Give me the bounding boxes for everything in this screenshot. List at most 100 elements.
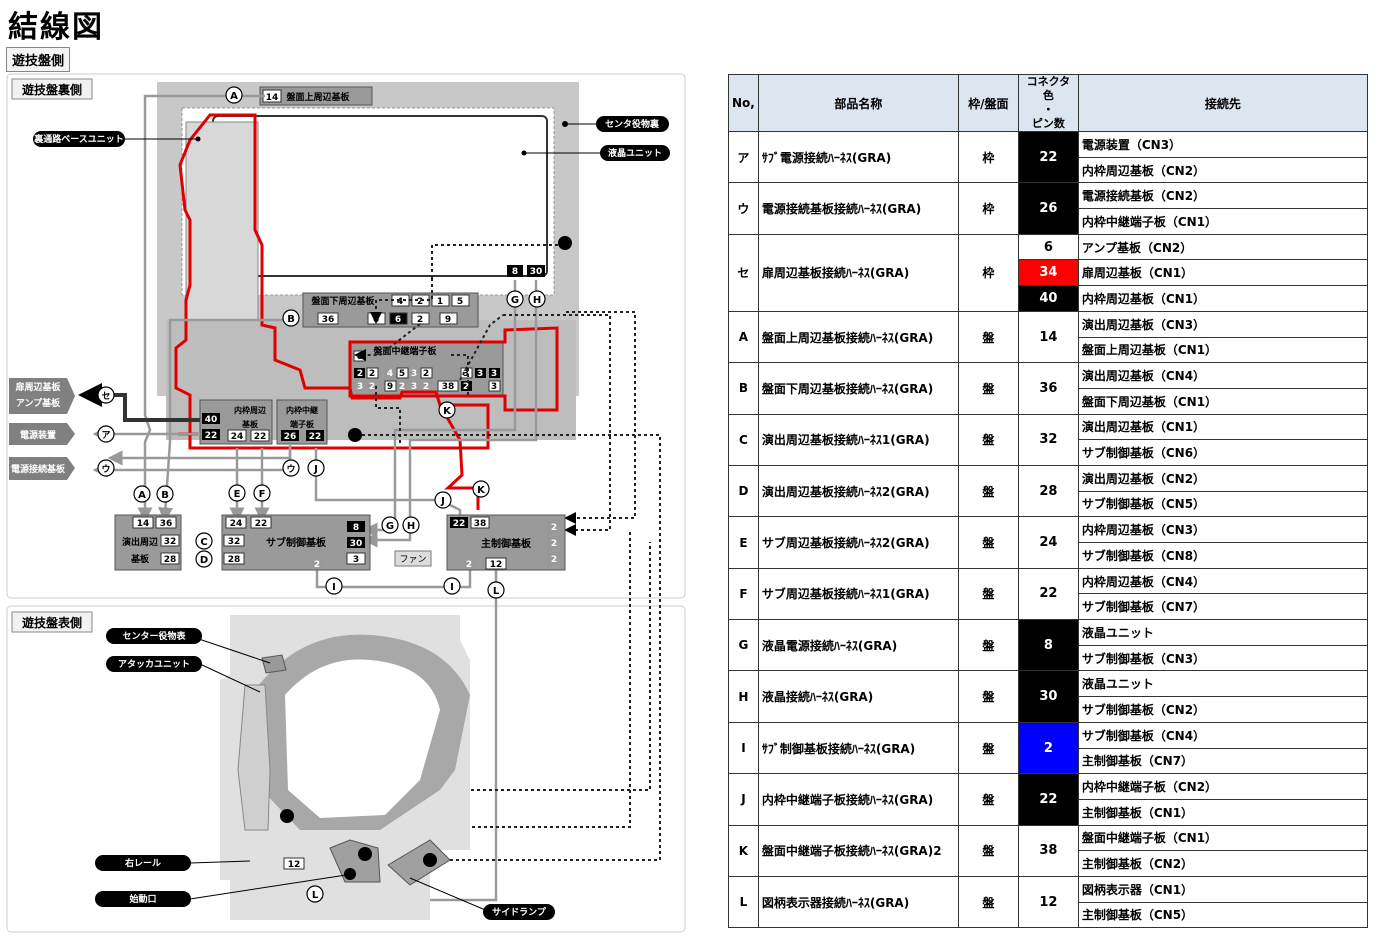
row-no: G bbox=[728, 619, 759, 672]
row-destination: サブ制御基板（CN5） bbox=[1077, 490, 1369, 518]
row-destination: 液晶ユニット bbox=[1077, 619, 1369, 646]
svg-text:液晶ユニット: 液晶ユニット bbox=[608, 147, 662, 159]
svg-text:盤面中継端子板: 盤面中継端子板 bbox=[372, 345, 437, 357]
svg-text:D: D bbox=[200, 555, 208, 566]
svg-text:6: 6 bbox=[373, 315, 379, 325]
row-no: K bbox=[728, 824, 759, 877]
row-destination: 内枠周辺基板（CN4） bbox=[1077, 567, 1369, 595]
svg-text:40: 40 bbox=[205, 415, 218, 425]
svg-text:ファン: ファン bbox=[399, 555, 426, 565]
svg-text:G: G bbox=[386, 521, 394, 532]
svg-text:扉周辺基板: 扉周辺基板 bbox=[14, 381, 61, 393]
center-back-callout bbox=[596, 116, 669, 132]
svg-text:主制御基板: 主制御基板 bbox=[481, 537, 532, 550]
svg-text:22: 22 bbox=[453, 519, 466, 529]
svg-text:盤面上周辺基板: 盤面上周辺基板 bbox=[285, 91, 350, 103]
row-kind: 盤 bbox=[957, 670, 1019, 723]
svg-text:2: 2 bbox=[314, 560, 320, 570]
svg-text:2: 2 bbox=[551, 555, 557, 565]
col-pins: コネクタ色 ・ ピン数 bbox=[1017, 74, 1079, 132]
lcd-unit-callout bbox=[600, 145, 670, 161]
row-no: セ bbox=[728, 233, 759, 312]
table-row: 主制御基板（CN5） bbox=[729, 901, 1369, 929]
row-kind: 枠 bbox=[957, 130, 1019, 184]
svg-text:2: 2 bbox=[369, 382, 375, 392]
start-callout bbox=[95, 891, 191, 907]
row-kind: 盤 bbox=[957, 567, 1019, 621]
table-row: 内枠中継端子板（CN1） bbox=[729, 208, 1369, 235]
svg-text:B: B bbox=[161, 490, 169, 501]
row-no: ア bbox=[728, 130, 759, 184]
svg-text:2: 2 bbox=[357, 369, 363, 379]
svg-text:J: J bbox=[440, 496, 445, 507]
svg-text:センタ役物裏: センタ役物裏 bbox=[605, 118, 660, 130]
svg-text:2: 2 bbox=[551, 523, 557, 533]
row-destination: サブ制御基板（CN8） bbox=[1077, 542, 1369, 569]
svg-text:6: 6 bbox=[395, 315, 401, 325]
section-tag: 遊技盤側 bbox=[6, 47, 71, 72]
svg-text:K: K bbox=[443, 406, 452, 417]
table-header-row: No, 部品名称 枠/盤面 コネクタ色 ・ ピン数 接続先 bbox=[728, 74, 1369, 132]
svg-text:3: 3 bbox=[411, 369, 417, 379]
svg-text:内枠中継: 内枠中継 bbox=[286, 405, 318, 415]
svg-text:センター役物表: センター役物表 bbox=[122, 630, 186, 642]
row-kind: 盤 bbox=[957, 413, 1019, 466]
svg-text:14: 14 bbox=[266, 93, 279, 103]
row-destination: 内枠周辺基板（CN3） bbox=[1077, 516, 1369, 543]
svg-text:ウ: ウ bbox=[286, 464, 295, 475]
row-kind: 盤 bbox=[957, 824, 1019, 877]
svg-text:G: G bbox=[511, 295, 519, 306]
svg-text:H: H bbox=[533, 295, 541, 306]
row-kind: 枠 bbox=[957, 233, 1019, 312]
front-board-illustration: 12 bbox=[220, 615, 470, 920]
svg-text:36: 36 bbox=[322, 315, 335, 325]
svg-text:2: 2 bbox=[369, 369, 375, 379]
svg-text:3: 3 bbox=[491, 382, 497, 392]
svg-text:5: 5 bbox=[457, 297, 463, 307]
svg-text:C: C bbox=[200, 537, 207, 548]
svg-text:4: 4 bbox=[387, 369, 393, 379]
svg-text:22: 22 bbox=[254, 432, 267, 442]
svg-text:B: B bbox=[287, 314, 295, 325]
row-part-name: 盤面上周辺基板接続ﾊｰﾈｽ(GRA) bbox=[757, 310, 959, 364]
row-destination: 電源接続基板（CN2） bbox=[1077, 182, 1369, 210]
svg-text:1: 1 bbox=[437, 297, 443, 307]
row-pin-count: 36 bbox=[1017, 362, 1079, 415]
fan bbox=[394, 550, 432, 567]
table-row: サブ制御基板（CN6） bbox=[729, 439, 1369, 466]
svg-text:30: 30 bbox=[350, 539, 363, 549]
col-part-name: 部品名称 bbox=[757, 74, 959, 132]
svg-text:4: 4 bbox=[397, 297, 403, 307]
svg-text:12: 12 bbox=[288, 860, 301, 870]
row-destination: サブ制御基板（CN3） bbox=[1077, 644, 1369, 672]
row-no: B bbox=[728, 362, 759, 415]
row-kind: 盤 bbox=[957, 619, 1019, 672]
svg-text:22: 22 bbox=[309, 432, 322, 442]
row-destination: 演出周辺基板（CN2） bbox=[1077, 464, 1369, 492]
row-destination: 主制御基板（CN2） bbox=[1077, 850, 1369, 877]
row-part-name: ｻﾌﾞ電源接続ﾊｰﾈｽ(GRA) bbox=[757, 130, 959, 184]
svg-text:L: L bbox=[493, 586, 500, 597]
svg-text:基板: 基板 bbox=[241, 419, 259, 429]
svg-text:I: I bbox=[450, 582, 454, 593]
side-lamp-callout bbox=[483, 904, 555, 920]
svg-text:L: L bbox=[312, 890, 319, 901]
svg-text:2: 2 bbox=[423, 369, 429, 379]
svg-text:サブ制御基板: サブ制御基板 bbox=[266, 536, 327, 549]
svg-text:22: 22 bbox=[205, 431, 218, 441]
row-pin-count: 22 bbox=[1017, 567, 1079, 621]
row-pin-count: 8 bbox=[1017, 619, 1079, 672]
row-no: J bbox=[728, 773, 759, 826]
col-kind: 枠/盤面 bbox=[957, 74, 1019, 132]
row-pin-count: 24 bbox=[1017, 516, 1079, 569]
svg-text:2: 2 bbox=[399, 382, 405, 392]
svg-text:9: 9 bbox=[387, 382, 393, 392]
row-destination: 内枠中継端子板（CN2） bbox=[1077, 773, 1369, 800]
row-destination: 主制御基板（CN5） bbox=[1077, 901, 1369, 929]
row-part-name: 電源接続基板接続ﾊｰﾈｽ(GRA) bbox=[757, 182, 959, 235]
svg-text:A: A bbox=[138, 490, 146, 501]
